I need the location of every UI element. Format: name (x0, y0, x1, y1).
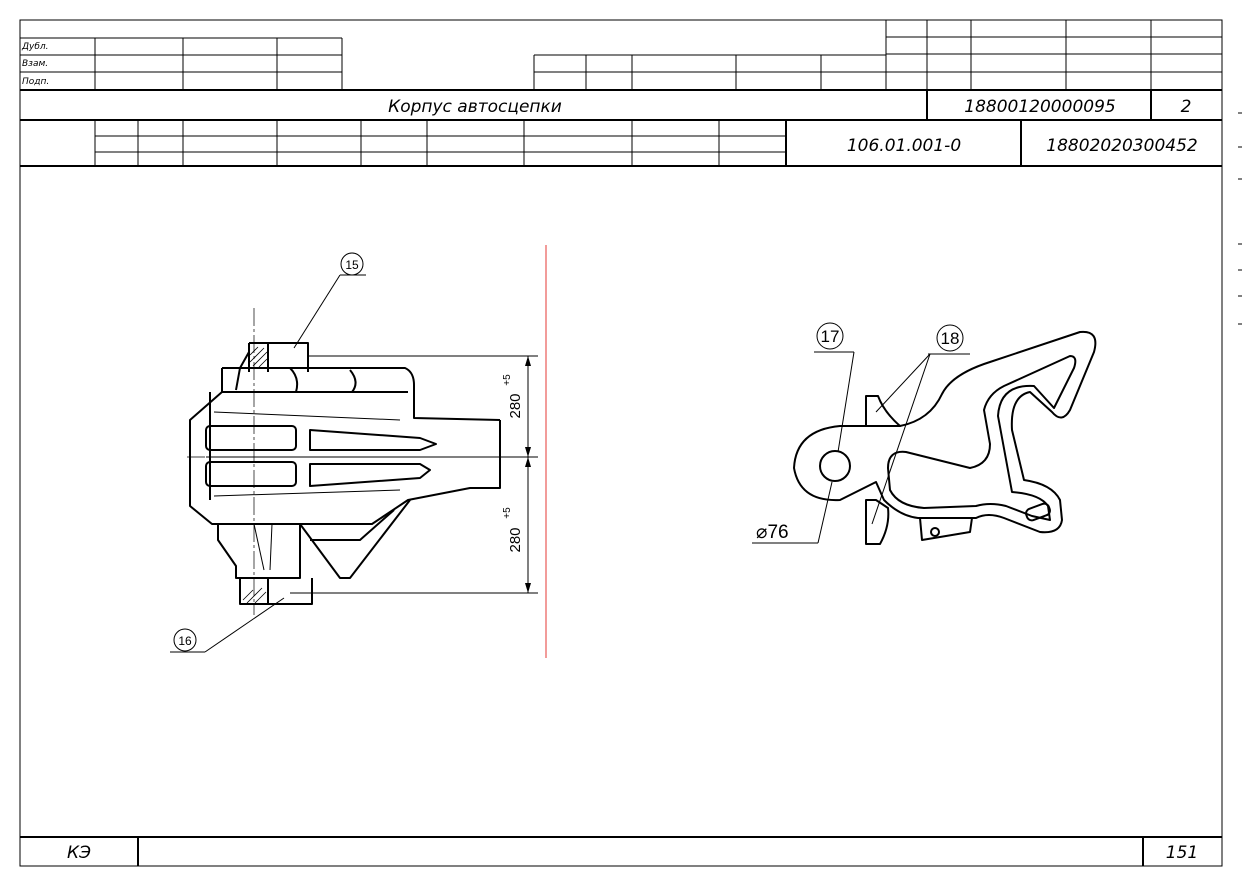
left-view: 280 +5 280 +5 15 16 (170, 245, 547, 658)
designation: 106.01.001-0 (847, 136, 961, 156)
dim-diameter: ⌀76 (756, 522, 789, 543)
callout-17: 17 (821, 327, 840, 346)
callout-17-circle (816, 322, 844, 350)
row-label-dubl: Дубл. (21, 42, 49, 52)
callout-18: 18 (941, 329, 960, 348)
edge-ticks (1238, 112, 1242, 325)
dim-upper-tol: +5 (502, 374, 513, 386)
row-label-vzam: Взам. (22, 59, 48, 69)
doc-code: 18800120000095 (964, 97, 1115, 117)
callout-16-circle (173, 628, 197, 652)
dim-lower-tol: +5 (502, 507, 513, 519)
reg-code: 18802020300452 (1046, 136, 1197, 156)
dim-lower: 280 (507, 527, 524, 552)
part-title: Корпус автосцепки (388, 97, 562, 117)
frame (19, 19, 1223, 867)
stamp-text: Дубл. Взам. Подп. Корпус автосцепки 1880… (21, 42, 1198, 863)
form-code: КЭ (67, 843, 91, 863)
pin-hole (819, 450, 851, 482)
dim-upper: 280 (507, 393, 524, 418)
page-number: 151 (1166, 843, 1198, 863)
callout-15: 15 (345, 258, 359, 272)
sheet-number: 2 (1181, 97, 1192, 117)
row-label-podp: Подп. (22, 77, 49, 87)
stamp-grid (20, 20, 1222, 166)
right-view: 17 18 ⌀76 (752, 322, 1097, 545)
callout-16: 16 (178, 634, 192, 648)
callout-18-circle (936, 324, 964, 352)
